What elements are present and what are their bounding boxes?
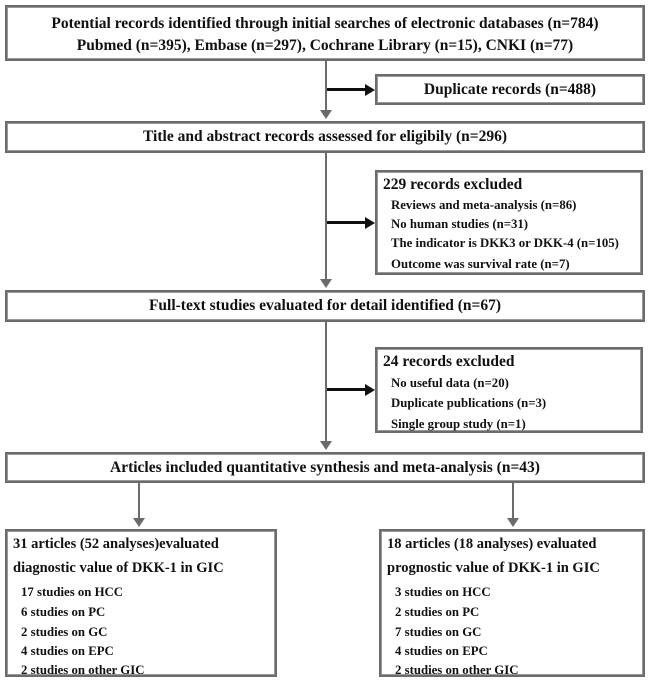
arrow-to-screening-exclusions: [365, 217, 375, 229]
fulltext-exclusions-heading: 24 records excluded: [383, 353, 515, 370]
connector-included-to-prognostic: [512, 483, 514, 519]
identification-box: Potential records identified through ini…: [5, 5, 645, 61]
diagnostic-study-item: 6 studies on PC: [21, 605, 106, 619]
prognostic-line1: 18 articles (18 analyses) evaluated: [387, 536, 597, 552]
identification-line1: Potential records identified through ini…: [51, 15, 599, 32]
connector-included-to-diagnostic: [138, 483, 140, 519]
prognostic-study-item: 3 studies on HCC: [395, 585, 491, 599]
connector-screening-to-eligibility: [325, 153, 327, 280]
eligibility-box: Full-text studies evaluated for detail i…: [5, 290, 645, 322]
connector-eligibility-to-included: [325, 322, 327, 442]
prognostic-study-item: 2 studies on other GIC: [395, 663, 519, 677]
connector-to-duplicates: [327, 88, 369, 91]
screening-exclusion-reason: The indicator is DKK3 or DKK-4 (n=105): [391, 236, 619, 250]
connector-to-screening-exclusions: [327, 221, 369, 224]
prognostic-outcome-box: 18 articles (18 analyses) evaluated prog…: [379, 529, 645, 677]
diagnostic-outcome-box: 31 articles (52 analyses)evaluated diagn…: [5, 529, 277, 677]
screening-exclusion-reason: No human studies (n=31): [391, 217, 529, 231]
arrow-eligibility-to-included: [320, 441, 332, 450]
connector-to-fulltext-exclusions: [327, 388, 369, 391]
connector-identification-to-screening: [325, 61, 327, 112]
fulltext-exclusions-box: 24 records excluded No useful data (n=20…: [375, 347, 643, 433]
fulltext-exclusion-reason: No useful data (n=20): [391, 376, 509, 390]
diagnostic-study-item: 17 studies on HCC: [21, 585, 124, 599]
included-box: Articles included quantitative synthesis…: [5, 452, 645, 483]
prognostic-study-item: 7 studies on GC: [395, 625, 482, 639]
arrow-identification-to-screening: [320, 110, 332, 119]
fulltext-exclusion-reason: Single group study (n=1): [391, 417, 526, 431]
arrow-included-to-diagnostic: [133, 518, 145, 527]
screening-exclusions-heading: 229 records excluded: [383, 176, 523, 193]
duplicate-records-label: Duplicate records (n=488): [423, 81, 597, 98]
prognostic-study-item: 2 studies on PC: [395, 605, 480, 619]
screening-box: Title and abstract records assessed for …: [5, 121, 645, 153]
screening-label: Title and abstract records assessed for …: [142, 128, 508, 145]
screening-exclusions-box: 229 records excluded Reviews and meta-an…: [375, 170, 643, 275]
arrow-to-duplicates: [365, 84, 375, 96]
fulltext-exclusion-reason: Duplicate publications (n=3): [391, 396, 547, 410]
duplicate-records-box: Duplicate records (n=488): [375, 74, 645, 105]
identification-line2: Pubmed (n=395), Embase (n=297), Cochrane…: [76, 37, 574, 54]
prognostic-study-item: 4 studies on EPC: [395, 644, 488, 658]
arrow-screening-to-eligibility: [320, 279, 332, 288]
included-label: Articles included quantitative synthesis…: [110, 459, 540, 476]
arrow-to-fulltext-exclusions: [365, 384, 375, 396]
arrow-included-to-prognostic: [507, 518, 519, 527]
diagnostic-line2: diagnostic value of DKK-1 in GIC: [13, 560, 224, 576]
diagnostic-line1: 31 articles (52 analyses)evaluated: [13, 536, 219, 552]
screening-exclusion-reason: Reviews and meta-analysis (n=86): [391, 198, 577, 212]
diagnostic-study-item: 2 studies on other GIC: [21, 663, 145, 677]
eligibility-label: Full-text studies evaluated for detail i…: [148, 297, 502, 314]
diagnostic-study-item: 2 studies on GC: [21, 625, 108, 639]
diagnostic-study-item: 4 studies on EPC: [21, 644, 114, 658]
prognostic-line2: prognostic value of DKK-1 in GIC: [387, 560, 600, 576]
screening-exclusion-reason: Outcome was survival rate (n=7): [391, 257, 570, 271]
